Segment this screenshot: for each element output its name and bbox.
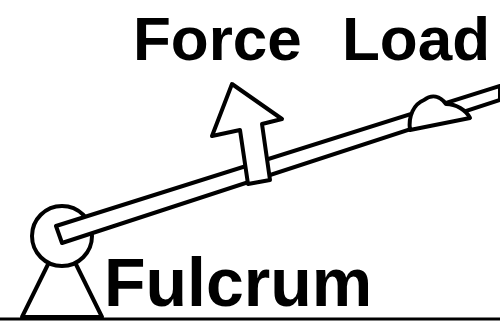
load-rock <box>410 97 470 130</box>
lever-beam <box>56 86 500 243</box>
force-arrow <box>212 84 282 184</box>
fulcrum-label: Fulcrum <box>104 248 372 316</box>
load-label: Load <box>342 8 490 70</box>
force-label: Force <box>133 8 302 70</box>
